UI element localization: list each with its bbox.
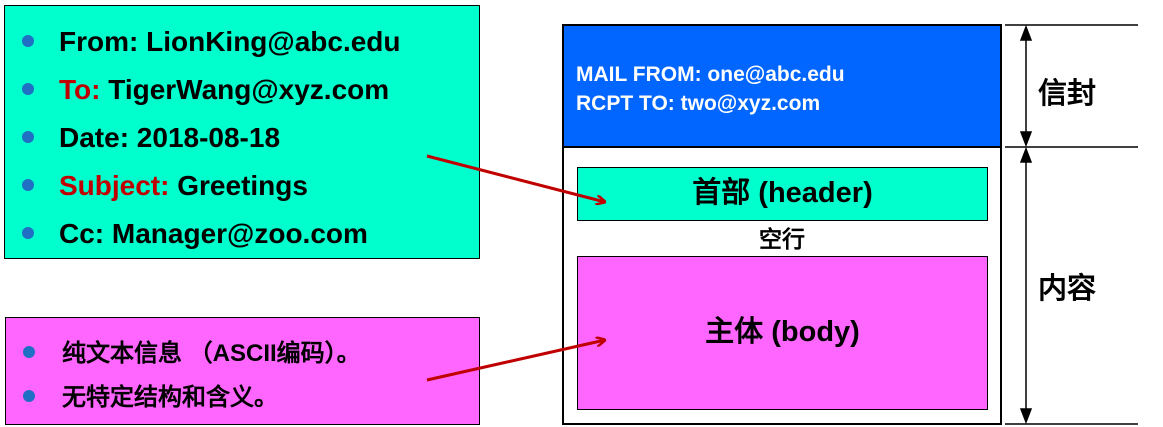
body-arrow [426, 340, 605, 382]
mail-message-diagram: MAIL FROM: one@abc.edu RCPT TO: two@xyz.… [562, 24, 1002, 425]
header-field-text: From: LionKing@abc.edu [59, 26, 401, 57]
content-dimension-arrow [1019, 146, 1033, 425]
header-fields-panel: From: LionKing@abc.edu To: TigerWang@xyz… [4, 5, 480, 259]
body-note-item: 纯文本信息 （ASCII编码）。 [23, 332, 361, 376]
message-body-block: 主体 (body) [577, 256, 988, 410]
body-note-item: 无特定结构和含义。 [23, 376, 361, 420]
bullet-icon [23, 389, 35, 402]
content-side-label: 内容 [1038, 273, 1097, 305]
body-note-text: 无特定结构和含义。 [62, 384, 278, 411]
header-field-text: Date: 2018-08-18 [59, 122, 281, 153]
header-field-item: Date: 2018-08-18 [22, 114, 401, 162]
message-header-block: 首部 (header) [577, 167, 988, 221]
mail-from-line: MAIL FROM: one@abc.edu [576, 63, 845, 86]
envelope-dimension-arrow [1019, 24, 1033, 148]
bullet-icon [22, 178, 34, 191]
body-note-text: 纯文本信息 （ASCII编码）。 [62, 340, 361, 367]
envelope-section: MAIL FROM: one@abc.edu RCPT TO: two@xyz.… [564, 26, 1000, 148]
bullet-icon [22, 34, 34, 47]
header-field-item: From: LionKing@abc.edu [22, 18, 401, 66]
bullet-icon [22, 130, 34, 143]
header-field-key: To: [59, 74, 101, 105]
header-field-key: Subject: [59, 170, 170, 201]
body-notes-panel: 纯文本信息 （ASCII编码）。 无特定结构和含义。 [5, 317, 480, 425]
blank-line-label: 空行 [759, 226, 805, 252]
header-field-value: Greetings [169, 170, 308, 201]
header-field-item: Cc: Manager@zoo.com [22, 210, 401, 258]
bullet-icon [23, 345, 35, 358]
header-field-item: Subject: Greetings [22, 162, 401, 210]
rcpt-to-line: RCPT TO: two@xyz.com [576, 92, 821, 115]
header-field-text: Cc: Manager@zoo.com [59, 218, 368, 249]
bullet-icon [22, 226, 34, 239]
header-field-item: To: TigerWang@xyz.com [22, 66, 401, 114]
envelope-side-label: 信封 [1038, 78, 1097, 110]
header-field-value: TigerWang@xyz.com [100, 74, 390, 105]
bullet-icon [22, 82, 34, 95]
header-arrow [426, 154, 605, 202]
